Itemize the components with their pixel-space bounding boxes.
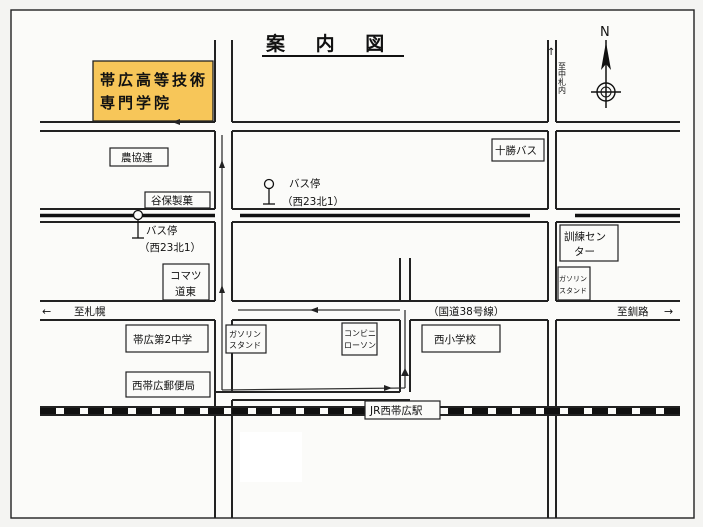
label-gas-left-1: ガソリン xyxy=(229,329,261,339)
direction-north: ↑ 至中札内 xyxy=(547,47,567,95)
label-komatsu-1: コマツ xyxy=(170,270,202,282)
label-komatsu-2: 道東 xyxy=(175,285,196,298)
label-conv-2: ローソン xyxy=(344,341,376,350)
label-tokachi-bus: 十勝バス xyxy=(495,144,537,157)
label-conv-1: コンビニ xyxy=(344,329,376,338)
label-gas-right-1: ガソリン xyxy=(559,274,587,283)
label-to-nakasatsunai: 至中札内 xyxy=(558,62,567,95)
compass-label: N xyxy=(600,25,610,40)
bus-stop-west-name: バス停 xyxy=(146,224,178,237)
map-title: 案 内 図 xyxy=(265,32,396,55)
label-obihiro2chu: 帯広第2中学 xyxy=(133,333,192,346)
label-to-sapporo: 至札幌 xyxy=(74,305,106,318)
label-kunren-1: 訓練セン xyxy=(564,230,606,243)
blank-patch xyxy=(240,432,302,482)
label-tanibo: 谷保製菓 xyxy=(151,194,193,207)
bus-stop-north: バス停 （西23北1） xyxy=(263,177,344,208)
bus-stop-north-name: バス停 xyxy=(289,177,321,190)
railway xyxy=(40,406,680,416)
box-komatsu xyxy=(162,263,210,301)
school-box xyxy=(92,60,214,122)
box-tanibo xyxy=(144,191,211,209)
box-gas-left xyxy=(225,324,267,354)
compass-icon: N xyxy=(591,25,621,108)
bus-stop-west-sub: （西23北1） xyxy=(139,242,201,254)
arrow-north-icon: ↑ xyxy=(547,47,555,58)
arrow-east-icon: → xyxy=(664,305,673,318)
jr-station-box xyxy=(364,400,441,420)
bus-stop-icon xyxy=(263,178,275,190)
box-nishi-sho xyxy=(421,324,501,353)
box-yubinkyoku xyxy=(125,371,211,398)
box-tokachi-bus xyxy=(491,138,545,162)
label-yubinkyoku: 西帯広郵便局 xyxy=(132,379,195,392)
direction-west: ← 至札幌 xyxy=(42,305,106,318)
box-convenience xyxy=(341,322,378,356)
arrow-west-icon: ← xyxy=(42,305,51,318)
box-noukyouren xyxy=(109,147,169,167)
label-noukyouren: 農協連 xyxy=(121,151,153,164)
box-gas-right xyxy=(557,266,591,301)
school-name-line1: 帯広高等技術 xyxy=(100,71,208,89)
label-gas-left-2: スタンド xyxy=(229,341,261,350)
direction-east: 至釧路 → xyxy=(617,305,673,318)
box-obihiro2chu xyxy=(125,324,209,353)
label-gas-right-2: スタンド xyxy=(559,286,587,295)
label-kunren-2: ター xyxy=(574,246,595,258)
bus-stop-west: バス停 （西23北1） xyxy=(132,209,201,254)
box-kunren xyxy=(559,224,619,262)
label-route38: （国道38号線） xyxy=(428,305,504,318)
school-name-line2: 専門学院 xyxy=(100,94,172,112)
bus-stop-icon xyxy=(132,209,144,221)
label-to-kushiro: 至釧路 xyxy=(617,305,649,318)
bus-stop-north-sub: （西23北1） xyxy=(282,196,344,208)
label-nishi-sho: 西小学校 xyxy=(434,333,476,346)
jr-station-label: JR西帯広駅 xyxy=(369,404,423,417)
